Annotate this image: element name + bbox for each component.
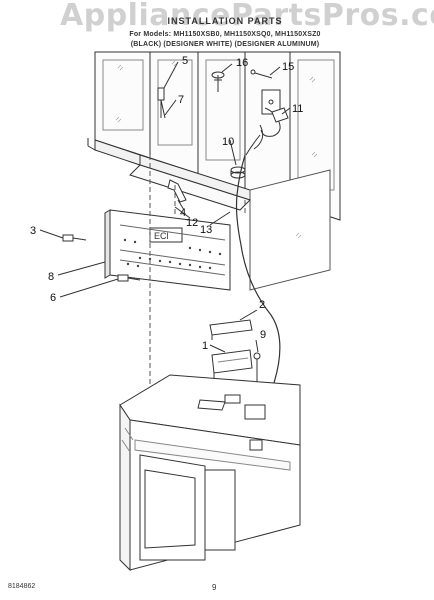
callout-2: 2	[259, 299, 265, 311]
screw-5	[117, 274, 141, 282]
callout-5: 6	[50, 292, 56, 304]
callout-1: 1	[202, 340, 208, 352]
callout-13: 9	[260, 329, 266, 341]
damper-2	[209, 319, 253, 340]
svg-text:ECl: ECl	[154, 231, 169, 241]
microwave-oven	[119, 374, 301, 572]
callout-15: 15	[282, 61, 294, 73]
callout-labels: 5 7 16 15 11 10 4 12 13 3 8 6 2 1 9	[30, 55, 303, 352]
hook-4	[167, 179, 187, 203]
callout-6: 5	[182, 55, 188, 67]
color-list: (BLACK) (DESIGNER WHITE) (DESIGNER ALUMI…	[130, 41, 320, 48]
texture-marks	[115, 60, 318, 239]
callout-8: 8	[48, 271, 54, 283]
clamp-9	[253, 107, 289, 150]
callout-11: 12	[186, 217, 198, 229]
callout-9: 11	[292, 103, 303, 115]
callout-10: 10	[222, 136, 234, 148]
damper-housing-1	[211, 349, 253, 378]
diagram-title: INSTALLATION PARTS	[167, 16, 283, 26]
screw-6-group	[157, 87, 166, 119]
document-number: 8184862	[8, 583, 36, 590]
watermark: AppliancePartsPros.com	[60, 0, 434, 33]
callout-7: 7	[178, 94, 184, 106]
screw-3	[62, 234, 87, 242]
screw-13	[253, 352, 261, 385]
leader-lines	[39, 61, 291, 353]
cabinet-bottom-shelf	[129, 164, 251, 211]
model-list: For Models: MH1150XSB0, MH1150XSQ0, MH11…	[129, 31, 321, 38]
callout-4: 4	[180, 207, 186, 219]
screw-15	[250, 69, 273, 79]
callout-12: 13	[200, 224, 212, 236]
callout-3: 3	[30, 225, 36, 237]
back-wall	[249, 89, 331, 291]
page-number: 9	[212, 583, 217, 592]
grommet-16	[211, 71, 225, 92]
mounting-plate: ECl	[104, 209, 231, 291]
callout-16: 16	[236, 57, 248, 69]
alignment-lines	[149, 155, 246, 410]
